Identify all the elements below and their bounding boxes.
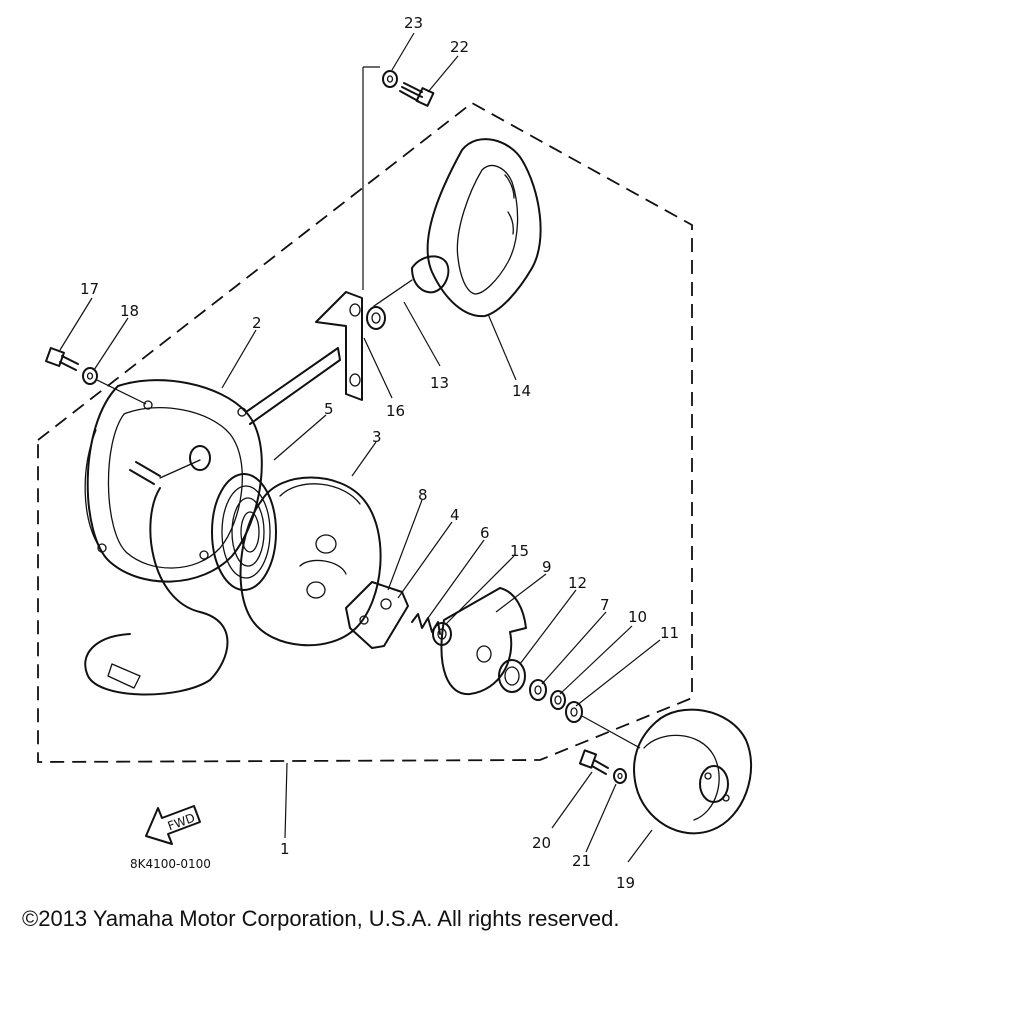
drive-pawl-8 [345,581,409,649]
callout-19: 19 [616,874,635,892]
callout-5: 5 [324,400,334,418]
callout-labels: 1 2 3 4 5 6 7 8 9 10 11 12 13 14 15 16 1… [80,14,679,892]
assembly-leader-1 [284,762,288,839]
nut-11 [565,701,583,723]
washer-7 [529,679,547,701]
copyright-notice: ©2013 Yamaha Motor Corporation, U.S.A. A… [22,906,620,931]
callout-14: 14 [512,382,531,400]
rope-guide-16 [315,291,386,401]
washer-23 [382,70,398,88]
callout-4: 4 [450,506,460,524]
assembly-boundary-dashed [37,101,693,763]
starter-handle-14 [411,138,542,318]
callout-23: 23 [404,14,423,32]
callout-15: 15 [510,542,529,560]
callout-6: 6 [480,524,490,542]
starter-rope-13 [373,279,413,307]
callout-10: 10 [628,608,647,626]
callout-21: 21 [572,852,591,870]
washer-18 [82,367,98,385]
forward-direction-arrow: FWD [145,805,201,845]
callout-leaders [59,32,661,863]
callout-22: 22 [450,38,469,56]
callout-18: 18 [120,302,139,320]
washer-10 [550,690,566,710]
callout-20: 20 [532,834,551,852]
spring-6 [411,613,441,635]
callout-16: 16 [386,402,405,420]
case-cable [84,487,229,696]
callout-11: 11 [660,624,679,642]
callout-2: 2 [252,314,262,332]
callout-1: 1 [280,840,290,858]
callout-9: 9 [542,558,552,576]
diagram-code: 8K4100-0100 [130,857,211,871]
spiral-spring-5 [211,473,277,591]
friction-plate-9 [440,587,527,696]
callout-13: 13 [430,374,449,392]
sheave-drum-3 [239,476,382,647]
washer-21 [613,768,627,784]
exploded-parts-diagram: FWD 8K4100-0100 1 2 3 4 5 6 7 8 [37,14,753,892]
callout-3: 3 [372,428,382,446]
callout-12: 12 [568,574,587,592]
ring-12 [498,659,526,693]
pulley-19 [633,708,753,835]
callout-8: 8 [418,486,428,504]
bolt-17 [45,347,79,371]
starter-case-2 [84,347,341,583]
bolt-20 [578,749,609,775]
callout-17: 17 [80,280,99,298]
bolt-22 [399,82,435,107]
callout-7: 7 [600,596,610,614]
